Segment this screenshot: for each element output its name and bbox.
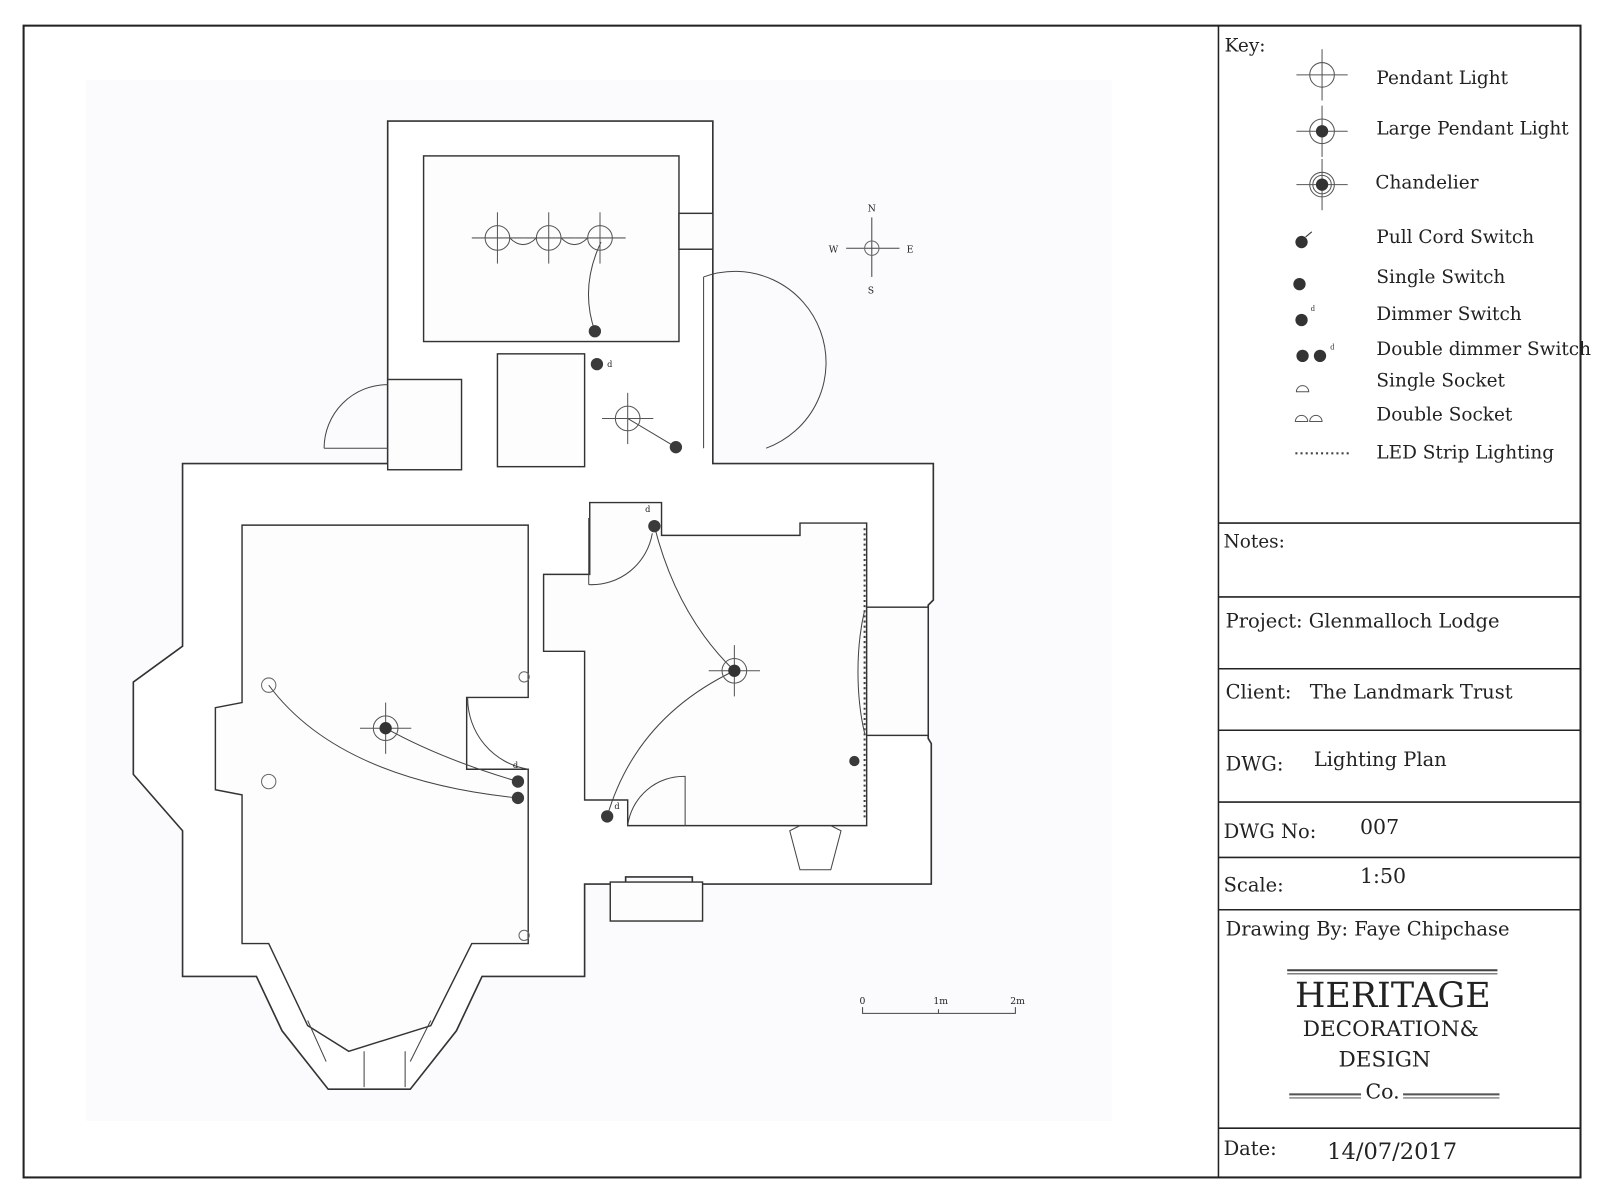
scale-label: Scale: <box>1224 873 1284 896</box>
compass: N S E W <box>829 203 914 296</box>
compass-west: W <box>829 244 839 255</box>
window <box>678 212 714 250</box>
key-single-socket: Single Socket <box>1376 371 1505 392</box>
key-single-switch: Single Switch <box>1376 267 1505 288</box>
legend: Key: d d Pendant Light Large Pendant Ligh… <box>1225 35 1591 463</box>
large-pendant-light-icon <box>708 645 760 697</box>
logo-decoration: DECORATION& <box>1303 1017 1479 1042</box>
key-double-socket: Double Socket <box>1376 405 1512 426</box>
project-value: Glenmalloch Lodge <box>1309 610 1500 633</box>
client-value: The Landmark Trust <box>1310 680 1513 703</box>
dwg-label: DWG: <box>1226 752 1284 775</box>
switches: d d d d <box>511 325 860 823</box>
pendant-light-icon <box>523 212 575 264</box>
bay-window <box>865 606 929 737</box>
single-switch-icon <box>1293 277 1306 291</box>
pendant-light-icon <box>574 212 626 264</box>
fireplace <box>789 825 842 871</box>
living-room <box>214 524 529 1053</box>
socket-icon <box>261 677 277 693</box>
door-hall <box>588 517 653 586</box>
key-double-dimmer-switch: Double dimmer Switch <box>1376 339 1591 360</box>
dimmer-switch-icon <box>511 775 525 788</box>
door-porch <box>323 384 388 449</box>
svg-text:d: d <box>1330 343 1334 352</box>
floor-plan <box>132 120 935 1091</box>
entrance-step <box>609 881 704 922</box>
scale-bar: 0 1m 2m <box>859 996 1025 1014</box>
door-bay <box>857 610 866 734</box>
pendant-light-icon <box>602 392 654 445</box>
bay-windows <box>307 1020 432 1088</box>
pendant-light-icon <box>471 212 524 264</box>
logo-heritage: HERITAGE <box>1295 976 1491 1016</box>
double-dimmer-switch-icon: d <box>1296 343 1334 363</box>
wiring <box>268 241 735 817</box>
client-label: Client: <box>1226 680 1292 703</box>
logo-co: Co. <box>1365 1079 1399 1103</box>
sockets <box>261 671 530 942</box>
dimmer-tag: d <box>607 359 612 369</box>
porch <box>386 378 463 471</box>
project-label: Project: <box>1226 610 1303 633</box>
scale-label-0: 0 <box>859 996 865 1007</box>
dimmer-tag: d <box>614 801 619 811</box>
pull-cord-switch-icon <box>588 325 602 338</box>
light-fixtures <box>359 212 760 754</box>
double-socket-icon <box>1294 414 1323 423</box>
svg-text:d: d <box>1311 304 1315 313</box>
dimmer-switch-icon <box>601 810 614 823</box>
single-socket-icon <box>1295 385 1310 393</box>
title-block <box>1217 25 1581 1178</box>
key-pendant-light: Pendant Light <box>1376 68 1508 89</box>
scale-label-2m: 2m <box>1010 996 1025 1007</box>
dwg-no-value: 007 <box>1360 815 1399 839</box>
title-fields: Notes: Project: Glenmalloch Lodge Client… <box>1224 532 1513 1165</box>
door-front <box>627 775 686 826</box>
socket-icon <box>518 929 530 942</box>
scale-label-1m: 1m <box>933 996 948 1007</box>
key-chandelier: Chandelier <box>1375 173 1478 194</box>
key-dimmer-switch: Dimmer Switch <box>1376 304 1521 325</box>
compass-south: S <box>868 285 874 296</box>
dimmer-tag: d <box>513 760 518 770</box>
single-switch-icon <box>511 791 525 805</box>
key-pull-cord-switch: Pull Cord Switch <box>1376 227 1534 248</box>
hallway <box>496 353 586 468</box>
key-title: Key: <box>1225 35 1266 56</box>
pull-cord-switch-icon <box>1295 231 1313 249</box>
door-living <box>467 697 529 770</box>
single-switch-icon <box>849 755 860 767</box>
company-logo: HERITAGE DECORATION& DESIGN Co. <box>1287 969 1500 1103</box>
compass-east: E <box>907 244 914 255</box>
key-large-pendant-light: Large Pendant Light <box>1376 118 1569 139</box>
dimmer-switch-icon <box>648 520 661 533</box>
large-pendant-light-icon <box>359 702 412 754</box>
dimmer-switch-icon <box>590 357 604 371</box>
dwg-no-label: DWG No: <box>1224 820 1317 843</box>
door-east <box>703 270 827 449</box>
scale-value: 1:50 <box>1360 864 1406 888</box>
dimmer-tag: d <box>645 504 650 514</box>
date-label: Date: <box>1224 1137 1277 1160</box>
north-room <box>422 155 680 343</box>
compass-north: N <box>868 203 876 214</box>
drawn-by: Drawing By: Faye Chipchase <box>1226 917 1510 940</box>
wiring-pendants <box>509 237 589 246</box>
single-switch-icon <box>669 441 683 454</box>
dwg-value: Lighting Plan <box>1314 748 1447 771</box>
large-pendant-light-icon <box>1296 105 1348 157</box>
socket-icon <box>518 671 530 683</box>
dimmer-switch-icon: d <box>1295 304 1315 327</box>
pendant-light-icon <box>1296 49 1348 101</box>
notes-label: Notes: <box>1224 532 1285 553</box>
socket-icon <box>261 773 277 790</box>
date-value: 14/07/2017 <box>1327 1139 1457 1165</box>
dining-room <box>542 501 868 827</box>
chandelier-icon <box>1296 158 1348 211</box>
logo-design: DESIGN <box>1339 1048 1431 1073</box>
key-led-strip: LED Strip Lighting <box>1376 442 1554 463</box>
